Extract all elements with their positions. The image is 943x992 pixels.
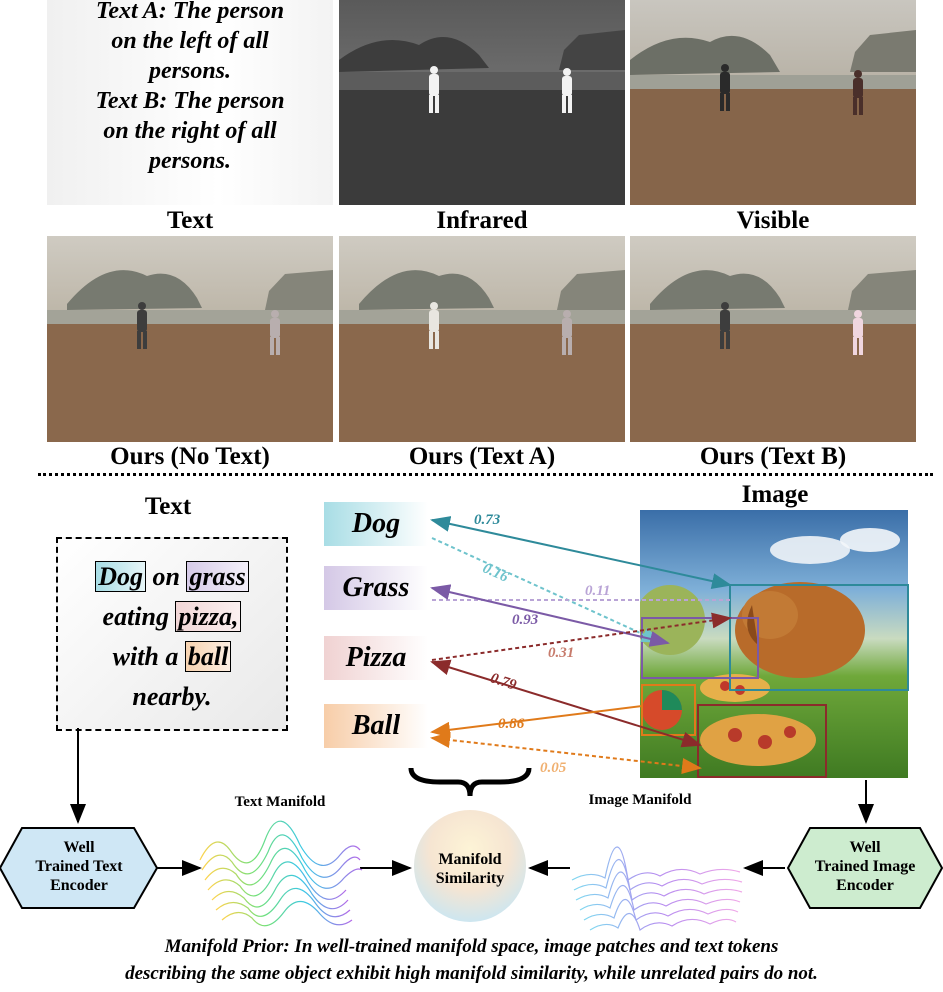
- text-line: Text B: The person: [95, 88, 285, 114]
- token-with-a: with a: [112, 642, 179, 671]
- caption-visible: Visible: [736, 207, 810, 234]
- arrow-pizza-pizza: [430, 659, 702, 748]
- text-line: Text A: The person: [95, 0, 285, 24]
- manifold-similarity-label: Manifold Similarity: [415, 850, 525, 888]
- arrow-dog-grass: [431, 537, 662, 643]
- sim-grass-dog: 0.11: [585, 583, 611, 599]
- text-heading: Text: [144, 493, 192, 520]
- text-line: on the right of all: [103, 118, 277, 144]
- word-dog: Dog: [324, 502, 428, 546]
- arrow-ball-pizza: [430, 732, 702, 774]
- text-line: persons.: [148, 148, 232, 174]
- token-dog: Dog: [95, 561, 146, 592]
- bbox-dog: [729, 584, 909, 691]
- arrow-ball-ball: [430, 705, 643, 738]
- sentence-box: Dog on grass eating pizza, with a ball n…: [56, 537, 288, 731]
- encoder-line: Encoder: [836, 877, 894, 894]
- token-pizza: pizza,: [175, 601, 242, 632]
- encoder-line: Encoder: [50, 877, 108, 894]
- image-manifold-label: Image Manifold: [588, 792, 692, 808]
- text-manifold-label: Text Manifold: [234, 794, 326, 810]
- word-pizza: Pizza: [324, 636, 428, 680]
- sentence-line: nearby.: [132, 682, 212, 711]
- result-text-a-image: [339, 236, 625, 442]
- encoder-line: Well: [63, 839, 95, 856]
- figure-caption: Manifold Prior: In well-trained manifold…: [0, 933, 943, 987]
- caption-infrared: Infrared: [436, 207, 528, 234]
- encoder-line: Well: [849, 839, 881, 856]
- caption-ours-text-a: Ours (Text A): [408, 443, 556, 470]
- result-scene: [630, 270, 916, 442]
- sentence-line: Dog on grass: [58, 557, 286, 597]
- sentence-line: with a ball: [58, 637, 286, 677]
- arrow-grass-grass: [430, 584, 670, 647]
- text-prompt-panel: Text A: The person on the left of all pe…: [47, 0, 333, 205]
- caption-line: describing the same object exhibit high …: [125, 963, 818, 984]
- bbox-pizza: [697, 704, 827, 778]
- token-eating: eating: [102, 602, 169, 631]
- caption-ours-no-text: Ours (No Text): [110, 443, 270, 470]
- visible-scene: [630, 30, 916, 205]
- manifold-similarity-circle: [414, 810, 526, 922]
- text-manifold-surface: [199, 820, 363, 927]
- sim-pizza-dog: 0.31: [548, 645, 575, 661]
- word-ball: Ball: [324, 704, 428, 748]
- section-divider: [38, 473, 933, 476]
- arrow-dog-dog: [430, 516, 732, 589]
- encoder-line: Trained Image: [814, 858, 916, 875]
- sim-dog-dog: 0.73: [474, 512, 501, 528]
- caption-ours-text-b: Ours (Text B): [699, 443, 847, 470]
- image-heading: Image: [741, 481, 809, 508]
- visible-image: [630, 0, 916, 205]
- word-grass: Grass: [324, 566, 428, 610]
- caption-line: Manifold Prior: In well-trained manifold…: [164, 936, 779, 957]
- bbox-ball: [641, 684, 696, 736]
- text-encoder-label: Well Trained Text Encoder: [8, 838, 150, 895]
- infrared-scene: [339, 30, 625, 205]
- sentence-text: Dog on grass eating pizza, with a ball n…: [58, 557, 286, 717]
- result-text-b-image: [630, 236, 916, 442]
- bbox-grass: [641, 617, 759, 679]
- manifold-similarity-line: Manifold: [438, 851, 502, 868]
- text-line: persons.: [148, 58, 232, 84]
- caption-text: Text: [166, 207, 214, 234]
- arrow-pizza-dog: [431, 612, 732, 661]
- image-manifold-surface: [571, 846, 743, 931]
- result-no-text-image: [47, 236, 333, 442]
- brace: [408, 767, 532, 797]
- image-encoder-hexagon: [786, 827, 943, 909]
- token-grass: grass: [186, 561, 249, 592]
- sim-grass-grass: 0.93: [512, 612, 539, 628]
- encoder-line: Trained Text: [35, 858, 123, 875]
- image-encoder-label: Well Trained Image Encoder: [790, 838, 940, 895]
- token-on: on: [152, 562, 180, 591]
- token-ball: ball: [184, 641, 232, 672]
- sentence-line: eating pizza,: [58, 597, 286, 637]
- sim-ball-ball: 0.86: [498, 716, 525, 732]
- manifold-similarity-line: Similarity: [435, 870, 505, 887]
- text-encoder-hexagon: [0, 827, 159, 909]
- sim-ball-pizza: 0.05: [540, 760, 567, 776]
- text-line: on the left of all: [111, 28, 269, 54]
- text-prompt-lines: Text A: The person on the left of all pe…: [47, 0, 333, 176]
- infrared-image: [339, 0, 625, 205]
- result-scene: [47, 270, 333, 442]
- result-scene: [339, 270, 625, 442]
